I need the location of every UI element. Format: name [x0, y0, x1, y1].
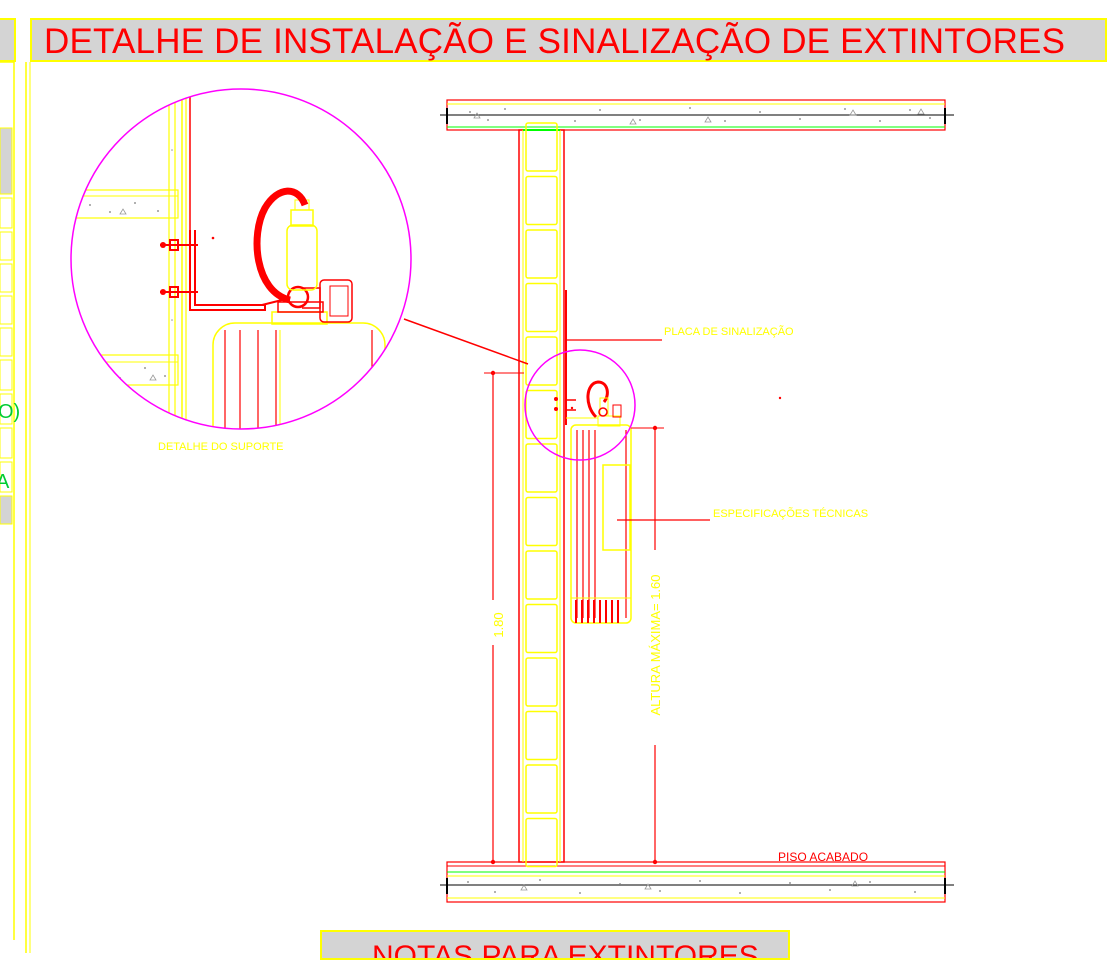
dim-label-1-80: 1.80 — [491, 612, 506, 637]
masonry-wall — [518, 122, 567, 868]
brick — [525, 710, 558, 761]
fire-extinguisher — [554, 380, 782, 624]
brick — [525, 122, 558, 172]
drawing-title: DETALHE DE INSTALAÇÃO E SINALIZAÇÃO DE E… — [44, 22, 1066, 61]
label-piso-acabado: PISO ACABADO — [778, 850, 868, 864]
notes-header-box: NOTAS PARA EXTINTORES — [320, 930, 790, 960]
brick — [525, 229, 558, 279]
brick — [525, 443, 558, 493]
notes-header: NOTAS PARA EXTINTORES — [372, 940, 759, 960]
brick — [525, 764, 558, 814]
detail-leader — [403, 318, 529, 365]
dimension-1-80: 1.80 — [484, 370, 524, 865]
floor-slab — [440, 861, 954, 903]
brick — [525, 657, 558, 707]
brick — [525, 603, 558, 654]
brick — [525, 282, 558, 333]
label-especificacoes: ESPECIFICAÇÕES TÉCNICAS — [713, 507, 868, 520]
brick — [525, 389, 558, 440]
brick — [525, 496, 558, 547]
label-detalhe-suporte: DETALHE DO SUPORTE — [158, 441, 284, 453]
detail-marker-circle — [524, 349, 636, 461]
dim-label-altura-maxima: ALTURA MÁXIMA= 1.60 — [648, 574, 663, 715]
brick — [525, 336, 558, 386]
ceiling-slab — [440, 99, 954, 131]
support-detail — [70, 88, 412, 430]
title-bar: DETALHE DE INSTALAÇÃO E SINALIZAÇÃO DE E… — [30, 18, 1107, 62]
left-panel: O) A — [0, 61, 31, 953]
left-panel-header — [0, 18, 16, 62]
brick — [525, 175, 558, 226]
left-panel-fragment-1: O) — [0, 401, 20, 423]
dimension-altura-maxima: ALTURA MÁXIMA= 1.60 — [631, 425, 664, 865]
brick — [525, 550, 558, 600]
label-placa-sinalizacao: PLACA DE SINALIZAÇÃO — [664, 325, 794, 338]
left-panel-fragment-2: A — [0, 471, 10, 493]
brick — [525, 817, 558, 868]
